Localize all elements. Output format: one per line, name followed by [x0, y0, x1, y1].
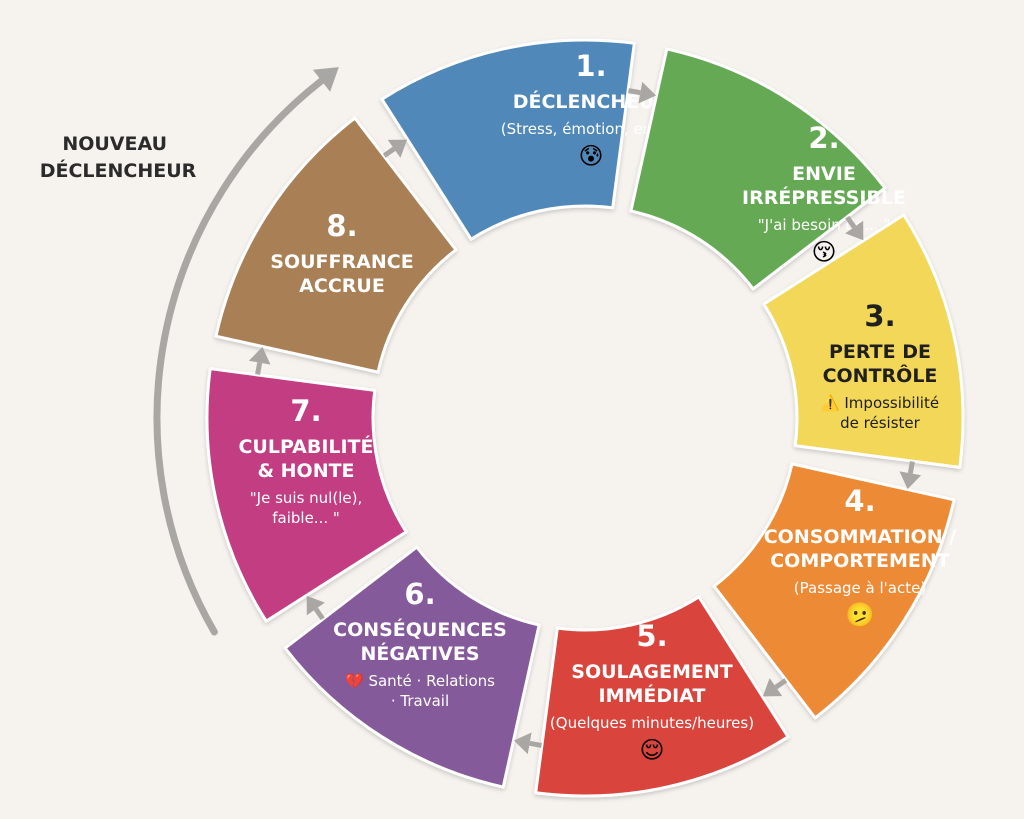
- new-trigger-line-2: DÉCLENCHEUR: [40, 159, 197, 182]
- cycle-step-5-title: IMMÉDIAT: [599, 684, 706, 707]
- cycle-step-7-shape: [205, 367, 408, 623]
- cycle-step-6-subtitle: · Travail: [391, 692, 449, 710]
- connector-arrow-5-head: [513, 732, 532, 755]
- cycle-step-3-subtitle: de résister: [840, 414, 920, 432]
- cycle-step-1-shape: [380, 38, 636, 241]
- cycle-step-7-subtitle: "Je suis nul(le),: [250, 489, 362, 507]
- connector-arrow-5-shaft: [529, 740, 542, 748]
- new-trigger-line-1: NOUVEAU: [62, 133, 167, 155]
- cycle-step-6-number: 6.: [404, 577, 435, 611]
- cycle-step-3-subtitle: ⚠️ Impossibilité: [821, 394, 939, 412]
- connector-arrow-6-head: [306, 595, 325, 616]
- connector-arrow-3-head: [899, 471, 922, 490]
- cycle-connector-arrows: [248, 81, 922, 755]
- cycle-step-2-title: IRRÉPRESSIBLE: [742, 186, 906, 209]
- connector-arrow-3-shaft: [907, 461, 915, 474]
- cycle-step-4-number: 4.: [844, 484, 875, 518]
- connector-arrow-2-shaft: [845, 215, 857, 229]
- cycle-step-7-title: CULPABILITÉ: [238, 435, 373, 458]
- cycle-step-2-number: 2.: [808, 121, 839, 155]
- cycle-step-4-emoji: 🫤: [845, 601, 875, 629]
- connector-arrow-7-shaft: [255, 362, 263, 375]
- new-trigger-label: NOUVEAU DÉCLENCHEUR: [40, 133, 197, 182]
- connector-arrow-2-head: [845, 220, 864, 241]
- cycle-step-5-emoji: 😌: [639, 736, 664, 764]
- cycle-step-6-shape: [283, 545, 541, 789]
- connector-arrow-1-shaft: [628, 88, 641, 96]
- cycle-step-1-emoji: 😰: [578, 142, 603, 170]
- cycle-step-4-title: CONSOMMATION /: [764, 526, 957, 548]
- connector-arrow-8-head: [387, 139, 408, 158]
- cycle-step-4-shape: [712, 462, 956, 720]
- cycle-step-6-title: NÉGATIVES: [360, 642, 479, 665]
- connector-arrow-1-head: [638, 81, 657, 104]
- cycle-segments: 1. DÉCLENCHEUR (Stress, émotion, ennui) 😰 2.…: [205, 38, 965, 798]
- cycle-step-1-number: 1.: [575, 49, 606, 83]
- cycle-step-4-subtitle: (Passage à l'acte): [794, 579, 926, 597]
- cycle-step-2-title: ENVIE: [792, 163, 856, 185]
- cycle-step-8-title: SOUFFRANCE: [270, 251, 413, 273]
- cycle-step-7-number: 7.: [290, 394, 321, 428]
- cycle-step-3-title: PERTE DE: [829, 341, 931, 363]
- cycle-step-2-subtitle: "J'ai besoin de... ": [758, 216, 890, 234]
- cycle-step-5-title: SOULAGEMENT: [571, 661, 732, 683]
- cycle-step-4: 4. CONSOMMATION /COMPORTEMENT (Passage à l…: [712, 462, 957, 720]
- cycle-step-7-subtitle: faible... ": [272, 509, 340, 527]
- cycle-step-6-title: CONSÉQUENCES: [333, 618, 507, 641]
- cycle-step-2-shape: [629, 47, 887, 291]
- cycle-step-6-subtitle: 💔 Santé · Relations: [345, 672, 495, 690]
- cycle-step-7-title: & HONTE: [257, 460, 354, 482]
- renewal-arc-arrow-shaft: [153, 77, 325, 636]
- cycle-step-1: 1. DÉCLENCHEUR (Stress, émotion, ennui) 😰: [380, 38, 682, 241]
- cycle-step-5-number: 5.: [636, 619, 667, 653]
- cycle-step-8-title: ACCRUE: [299, 275, 385, 297]
- cycle-step-8-shape: [214, 116, 458, 374]
- cycle-step-8-number: 8.: [326, 209, 357, 243]
- cycle-step-7: 7. CULPABILITÉ& HONTE "Je suis nul(le), fai…: [205, 367, 408, 623]
- cycle-step-5-subtitle: (Quelques minutes/heures): [550, 714, 754, 732]
- cycle-step-3-number: 3.: [864, 299, 895, 333]
- cycle-step-1-subtitle: (Stress, émotion, ennui): [501, 120, 682, 138]
- cycle-step-5-shape: [534, 595, 790, 798]
- cycle-step-4-title: COMPORTEMENT: [770, 550, 950, 572]
- connector-arrow-8-shaft: [382, 146, 396, 158]
- connector-arrow-4-shaft: [774, 678, 788, 690]
- connector-arrow-6-shaft: [313, 607, 325, 621]
- renewal-arc-arrow-head: [312, 67, 339, 92]
- renewal-arc-arrow: [153, 67, 339, 636]
- cycle-step-3-shape: [762, 213, 965, 469]
- connector-arrow-7-head: [248, 346, 271, 365]
- cycle-step-1-title: DÉCLENCHEUR: [513, 90, 670, 113]
- connector-arrow-4-head: [762, 678, 783, 697]
- cycle-step-3-title: CONTRÔLE: [823, 363, 938, 387]
